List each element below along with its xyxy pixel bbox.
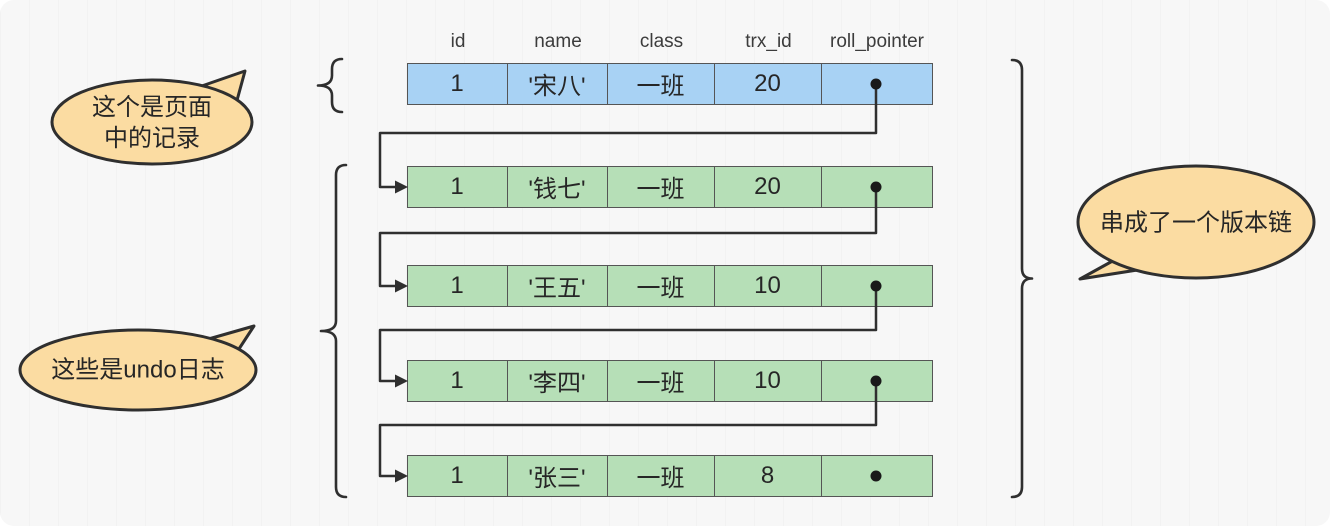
column-header-name: name [534,31,582,52]
callout-version-chain-text: 串成了一个版本链 [1100,208,1292,239]
column-header-class: class [639,31,684,52]
callout-line: 这些是undo日志 [51,356,225,384]
callout-line: 中的记录 [104,125,200,152]
callout-page-record-text: 这个是页面 中的记录 [92,92,212,154]
column-header-roll-pointer: roll_pointer [830,31,924,52]
column-header-id: id [450,31,466,52]
callout-undo-logs-text: 这些是undo日志 [51,355,224,386]
callout-line: 串成了一个版本链 [1100,209,1292,237]
callout-line: 这个是页面 [92,94,212,121]
column-header-trx-id: trx_id [745,31,792,52]
